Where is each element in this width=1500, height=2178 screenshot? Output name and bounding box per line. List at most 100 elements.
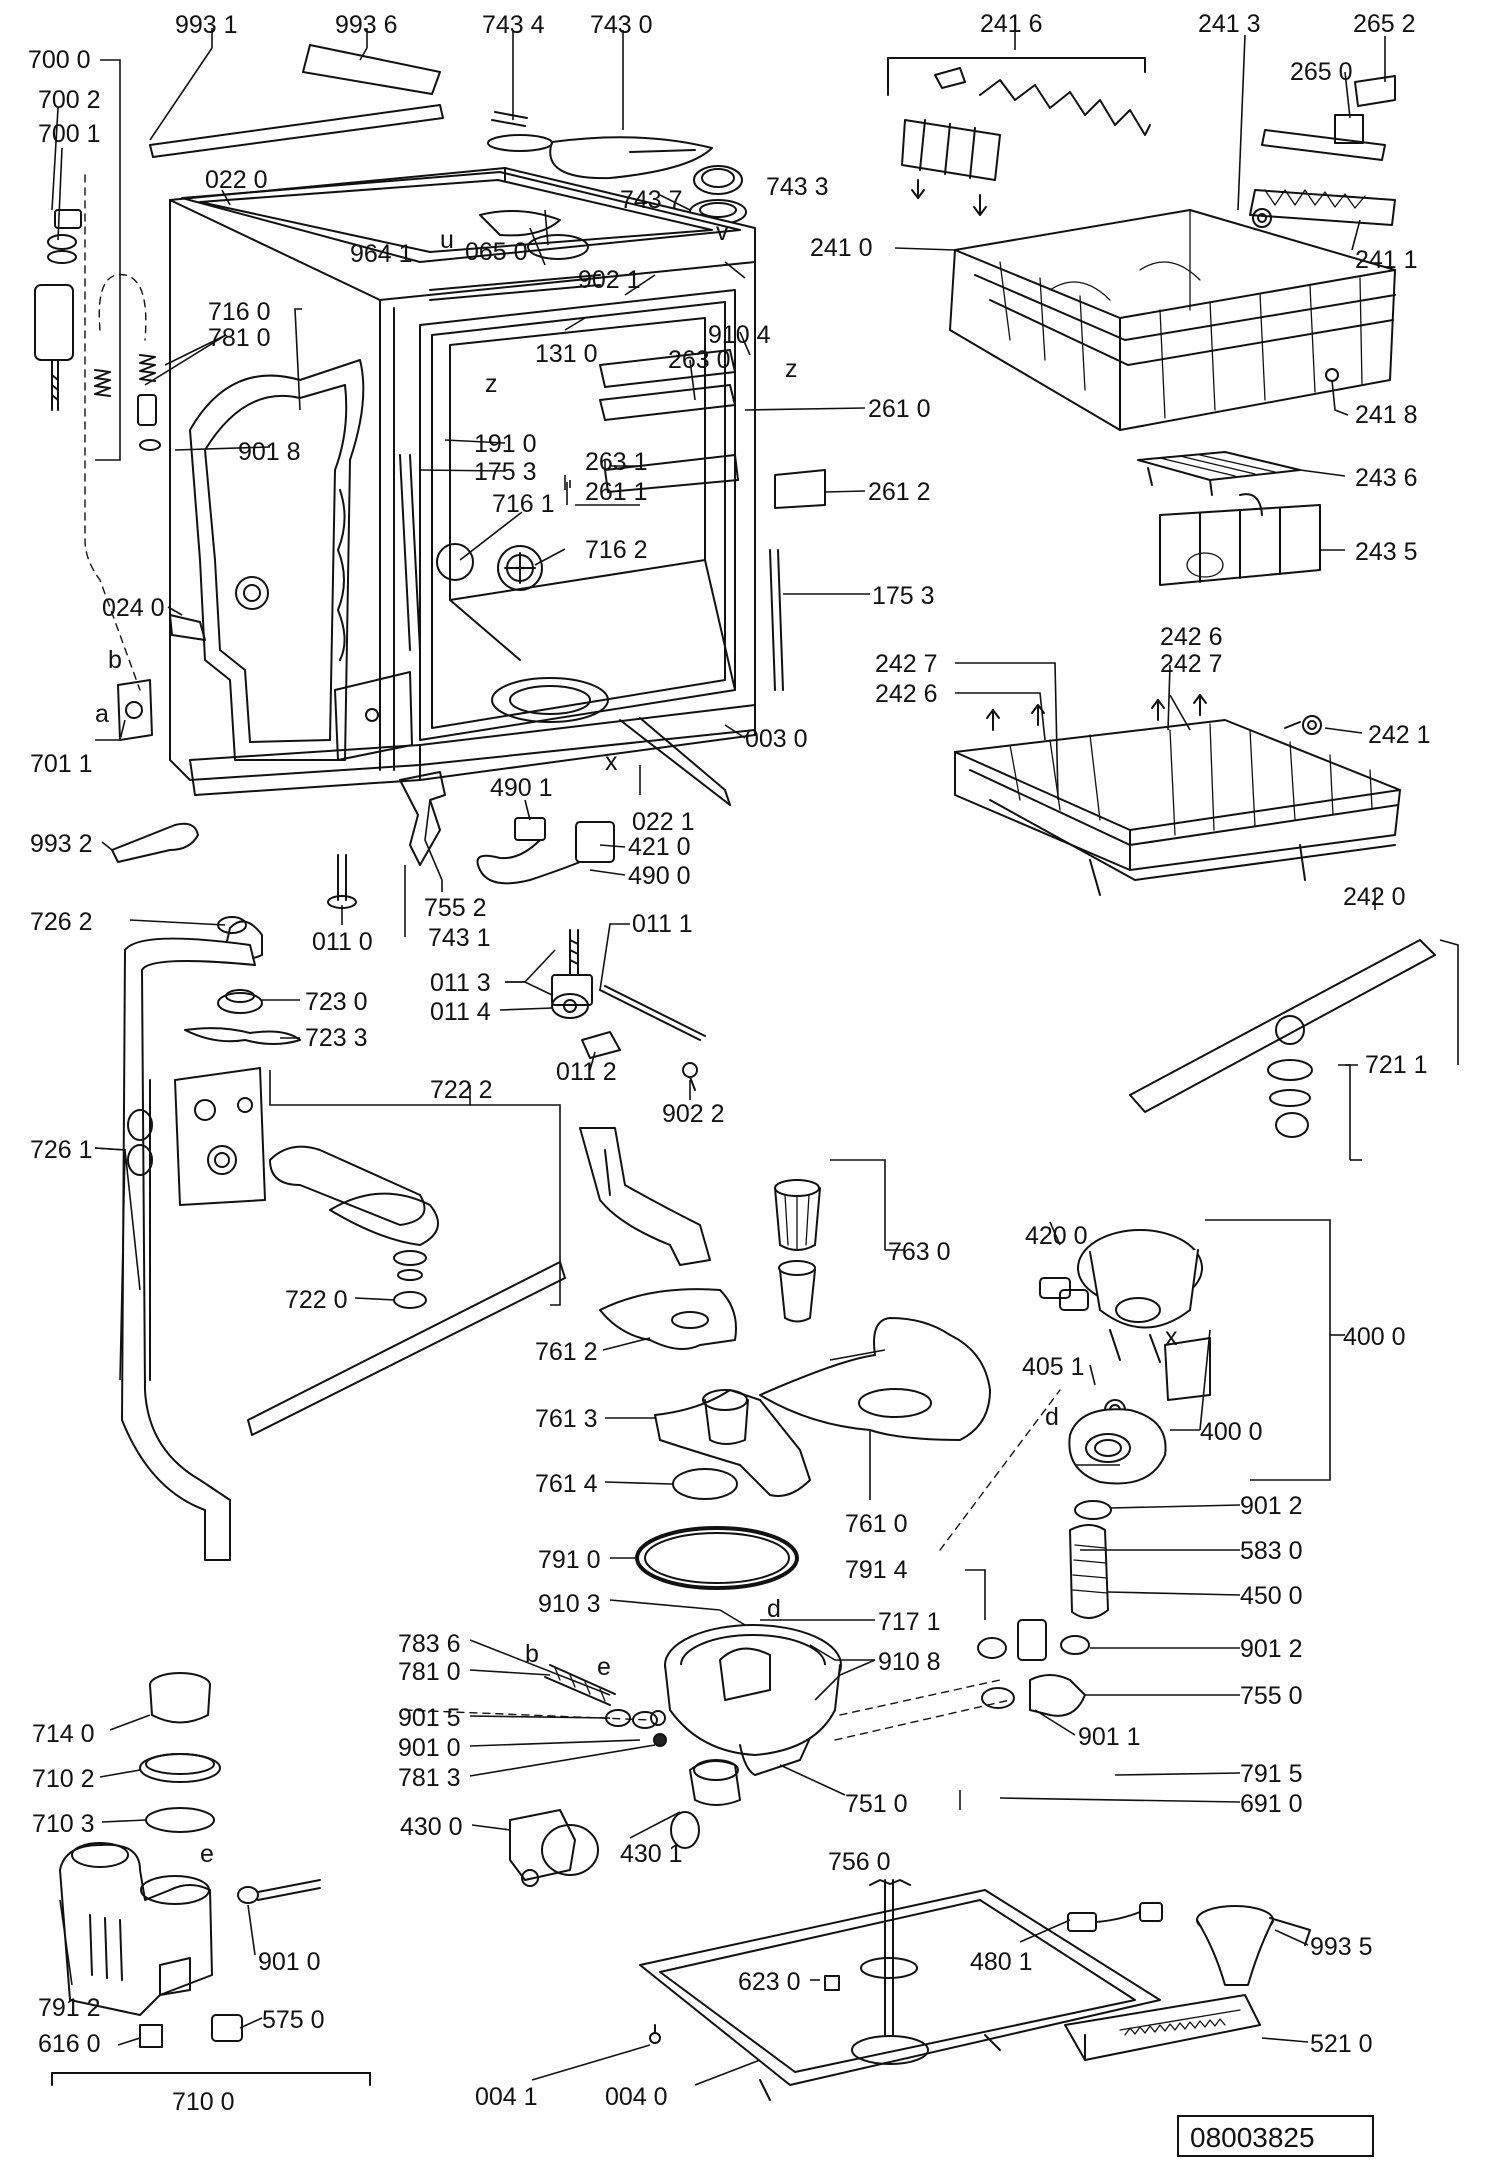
connection-letter: b xyxy=(525,1640,539,1668)
part-label: 242 1 xyxy=(1368,721,1431,749)
part-label: 011 3 xyxy=(430,969,491,997)
part-label: 261 0 xyxy=(868,395,931,423)
part-label: 722 0 xyxy=(285,1286,348,1314)
part-label: 065 0 xyxy=(465,238,528,266)
part-label: 910 8 xyxy=(878,1648,941,1676)
part-label: 723 0 xyxy=(305,988,368,1016)
part-label: 616 0 xyxy=(38,2030,101,2058)
part-label: 743 1 xyxy=(428,924,491,952)
connection-letter: v xyxy=(716,218,729,246)
part-label: 710 3 xyxy=(32,1810,95,1838)
part-label: 243 6 xyxy=(1355,464,1418,492)
part-label: 242 0 xyxy=(1343,883,1406,911)
part-label: 716 1 xyxy=(492,490,555,518)
part-label: 791 4 xyxy=(845,1556,908,1584)
part-label: 400 0 xyxy=(1200,1418,1263,1446)
part-label: 243 5 xyxy=(1355,538,1418,566)
part-label: 241 6 xyxy=(980,10,1043,38)
part-label: 003 0 xyxy=(745,725,808,753)
part-label: 265 2 xyxy=(1353,10,1416,38)
part-label: 717 1 xyxy=(878,1608,941,1636)
part-label: 242 7 xyxy=(1160,650,1223,678)
part-label: 721 1 xyxy=(1365,1051,1428,1079)
part-label: 783 6 xyxy=(398,1630,461,1658)
parts-drawing xyxy=(34,44,1436,2101)
part-label: 430 0 xyxy=(400,1813,463,1841)
part-label: 175 3 xyxy=(474,458,537,486)
connection-letter: b xyxy=(108,646,122,674)
part-label: 430 1 xyxy=(620,1840,683,1868)
part-label: 022 1 xyxy=(632,808,695,836)
part-label: 261 1 xyxy=(585,478,648,506)
upper-basket-drawing xyxy=(887,57,1396,586)
part-label: 716 2 xyxy=(585,536,648,564)
part-label: 004 1 xyxy=(475,2083,538,2111)
part-label: 743 7 xyxy=(620,186,683,214)
tub-cabinet-drawing xyxy=(34,44,826,1091)
part-label: 175 3 xyxy=(872,582,935,610)
part-label: 450 0 xyxy=(1240,1582,1303,1610)
part-label: 902 1 xyxy=(578,266,641,294)
part-label: 901 2 xyxy=(1240,1635,1303,1663)
part-label: 763 0 xyxy=(888,1238,951,1266)
part-label: 623 0 xyxy=(738,1968,801,1996)
part-label: 405 1 xyxy=(1022,1353,1085,1381)
part-label: 024 0 xyxy=(102,594,165,622)
part-label: 902 2 xyxy=(662,1100,725,1128)
part-label: 265 0 xyxy=(1290,58,1353,86)
part-label: 781 3 xyxy=(398,1764,461,1792)
connection-letter: z xyxy=(485,370,498,398)
part-label: 700 0 xyxy=(28,46,91,74)
connection-letter: z xyxy=(785,355,798,383)
part-label: 691 0 xyxy=(1240,1790,1303,1818)
part-label: 756 0 xyxy=(828,1848,891,1876)
base-plate-drawing xyxy=(639,1879,1311,2101)
connection-letter: e xyxy=(597,1653,611,1681)
part-label: 723 3 xyxy=(305,1024,368,1052)
part-label: 490 0 xyxy=(628,862,691,890)
part-label: 781 0 xyxy=(398,1658,461,1686)
part-label: 993 1 xyxy=(175,11,238,39)
supply-pipes-drawing xyxy=(121,916,566,1561)
part-label: 755 0 xyxy=(1240,1682,1303,1710)
connection-letter: e xyxy=(200,1840,214,1868)
part-label: 490 1 xyxy=(490,774,553,802)
part-label: 751 0 xyxy=(845,1790,908,1818)
part-label: 901 0 xyxy=(258,1948,321,1976)
part-label: 400 0 xyxy=(1343,1323,1406,1351)
connection-letter: u xyxy=(440,226,454,254)
part-label: 993 5 xyxy=(1310,1933,1373,1961)
part-label: 583 0 xyxy=(1240,1537,1303,1565)
part-label: 700 2 xyxy=(38,86,101,114)
part-label: 241 0 xyxy=(810,234,873,262)
part-label: 421 0 xyxy=(628,833,691,861)
lower-basket-drawing xyxy=(954,694,1401,896)
part-label: 710 0 xyxy=(172,2088,235,2116)
part-label: 242 6 xyxy=(875,680,938,708)
part-label: 993 6 xyxy=(335,11,398,39)
part-label: 710 2 xyxy=(32,1765,95,1793)
part-label: 716 0 xyxy=(208,298,271,326)
part-label: 700 1 xyxy=(38,120,101,148)
part-label: 241 1 xyxy=(1355,246,1418,274)
part-label: 011 2 xyxy=(556,1058,617,1086)
part-label: 791 0 xyxy=(538,1546,601,1574)
part-label: 743 0 xyxy=(590,11,653,39)
part-label: 791 5 xyxy=(1240,1760,1303,1788)
part-label: 761 0 xyxy=(845,1510,908,1538)
part-labels: 700 0 700 2 700 1 993 1 993 6 743 4 743 … xyxy=(28,10,1431,2116)
part-label: 011 0 xyxy=(312,928,373,956)
part-label: 726 2 xyxy=(30,908,93,936)
connection-letter: x xyxy=(1165,1323,1178,1351)
part-label: 791 2 xyxy=(38,1994,101,2022)
dispenser-drawing xyxy=(51,1672,371,2086)
part-label: 901 8 xyxy=(238,438,301,466)
part-label: 004 0 xyxy=(605,2083,668,2111)
part-label: 755 2 xyxy=(424,894,487,922)
part-label: 241 3 xyxy=(1198,10,1261,38)
part-label: 011 4 xyxy=(430,998,491,1026)
part-label: 420 0 xyxy=(1025,1222,1088,1250)
part-label: 901 0 xyxy=(398,1734,461,1762)
part-label: 761 4 xyxy=(535,1470,598,1498)
leader-lines xyxy=(51,28,1459,2086)
